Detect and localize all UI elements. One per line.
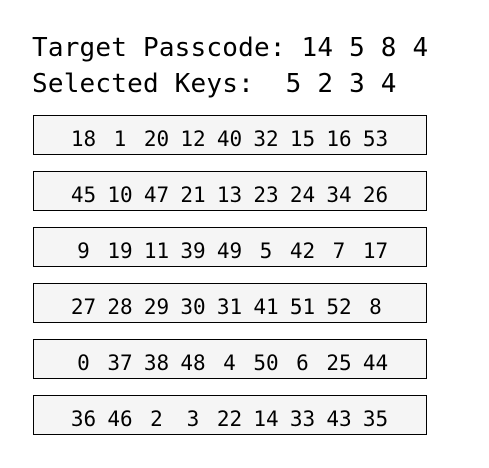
selected-keys-label: Selected Keys: [32, 69, 254, 99]
keypad-key[interactable]: 35 [362, 407, 389, 431]
keypad-key[interactable]: 20 [143, 127, 170, 151]
keypad-key[interactable]: 28 [107, 295, 133, 319]
target-passcode-label: Target Passcode: [32, 33, 286, 63]
keypad-key[interactable]: 34 [326, 183, 352, 207]
keypad-key[interactable]: 6 [296, 351, 309, 375]
keypad-key[interactable]: 17 [362, 239, 389, 263]
keypad-key[interactable]: 7 [332, 239, 346, 263]
keypad-key[interactable]: 24 [289, 183, 316, 207]
keypad-key[interactable]: 16 [326, 127, 352, 151]
keypad-key[interactable]: 1 [113, 127, 127, 151]
keypad-key[interactable]: 31 [216, 295, 243, 319]
keypad-key[interactable]: 50 [253, 351, 279, 375]
keypad-key[interactable]: 45 [70, 183, 97, 207]
keypad-key[interactable]: 47 [143, 183, 170, 207]
keypad-key[interactable]: 2 [150, 407, 163, 431]
selected-keys-line: Selected Keys: 5 2 3 4 [32, 69, 397, 99]
keypad-key[interactable]: 25 [326, 351, 352, 375]
target-passcode-line: Target Passcode: 14 5 8 4 [32, 33, 428, 63]
keypad-row: 18 1 20 12 40 32 15 16 53 [33, 115, 427, 155]
keypad-key[interactable]: 39 [180, 239, 206, 263]
keypad-key[interactable]: 53 [362, 127, 389, 151]
keypad-key[interactable]: 42 [289, 239, 316, 263]
keypad-row: 0 37 38 48 4 50 6 25 44 [33, 339, 427, 379]
keypad-key[interactable]: 32 [253, 127, 279, 151]
keypad-key[interactable]: 3 [186, 407, 200, 431]
keypad-key[interactable]: 49 [216, 239, 243, 263]
keypad-key[interactable]: 44 [362, 351, 389, 375]
keypad-key[interactable]: 13 [216, 183, 243, 207]
keypad-key[interactable]: 23 [253, 183, 279, 207]
keypad-key[interactable]: 29 [143, 295, 170, 319]
selected-keys-value: 5 2 3 4 [285, 69, 397, 99]
keypad-key[interactable]: 41 [253, 295, 279, 319]
keypad-key[interactable]: 11 [143, 239, 170, 263]
keypad-key[interactable]: 46 [107, 407, 133, 431]
keypad-key[interactable]: 8 [369, 295, 382, 319]
keypad-row: 27 28 29 30 31 41 51 52 8 [33, 283, 427, 323]
keypad-key[interactable]: 48 [180, 351, 206, 375]
target-passcode-value: 14 5 8 4 [301, 33, 429, 63]
keypad-key[interactable]: 21 [180, 183, 206, 207]
keypad-key[interactable]: 4 [223, 351, 236, 375]
keypad-key[interactable]: 51 [289, 295, 316, 319]
keypad-key[interactable]: 0 [77, 351, 90, 375]
keypad-key[interactable]: 22 [216, 407, 243, 431]
keypad-row: 45 10 47 21 13 23 24 34 26 [33, 171, 427, 211]
keypad-key[interactable]: 12 [180, 127, 206, 151]
keypad-key[interactable]: 37 [107, 351, 133, 375]
keypad-key[interactable]: 26 [362, 183, 389, 207]
keypad-key[interactable]: 5 [259, 239, 273, 263]
keypad-key[interactable]: 14 [253, 407, 279, 431]
keypad-key[interactable]: 18 [70, 127, 97, 151]
keypad-key[interactable]: 10 [107, 183, 133, 207]
keypad-key[interactable]: 38 [143, 351, 170, 375]
keypad-key[interactable]: 36 [70, 407, 97, 431]
keypad-key[interactable]: 30 [180, 295, 206, 319]
keypad-key[interactable]: 40 [216, 127, 243, 151]
keypad-key[interactable]: 15 [289, 127, 316, 151]
keypad-key[interactable]: 19 [107, 239, 133, 263]
keypad-key[interactable]: 27 [70, 295, 97, 319]
keypad-key[interactable]: 43 [326, 407, 352, 431]
keypad-row: 9 19 11 39 49 5 42 7 17 [33, 227, 427, 267]
keypad-key[interactable]: 33 [289, 407, 316, 431]
keypad-key[interactable]: 9 [77, 239, 90, 263]
keypad-key[interactable]: 52 [326, 295, 352, 319]
